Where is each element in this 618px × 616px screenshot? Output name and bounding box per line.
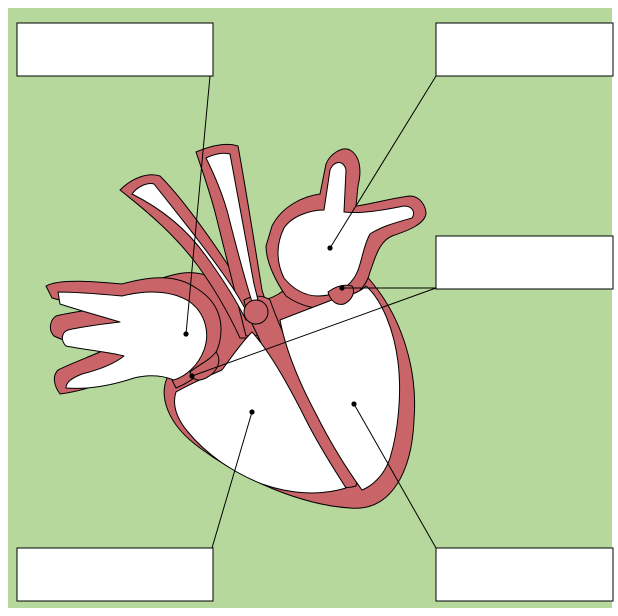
- leader-dot-middle-right-a: [339, 285, 344, 290]
- label-box-middle-right[interactable]: [436, 236, 613, 289]
- septum-node: [244, 300, 268, 324]
- leader-dot-bottom-right: [351, 401, 356, 406]
- label-box-top-left[interactable]: [17, 23, 213, 76]
- label-box-top-right[interactable]: [436, 23, 613, 76]
- leader-dot-top-right: [327, 245, 332, 250]
- leader-dot-bottom-left: [249, 409, 254, 414]
- leader-dot-middle-right-b: [189, 373, 194, 378]
- label-box-bottom-right[interactable]: [436, 548, 613, 601]
- leader-dot-top-left: [183, 331, 188, 336]
- label-box-bottom-left[interactable]: [17, 548, 213, 601]
